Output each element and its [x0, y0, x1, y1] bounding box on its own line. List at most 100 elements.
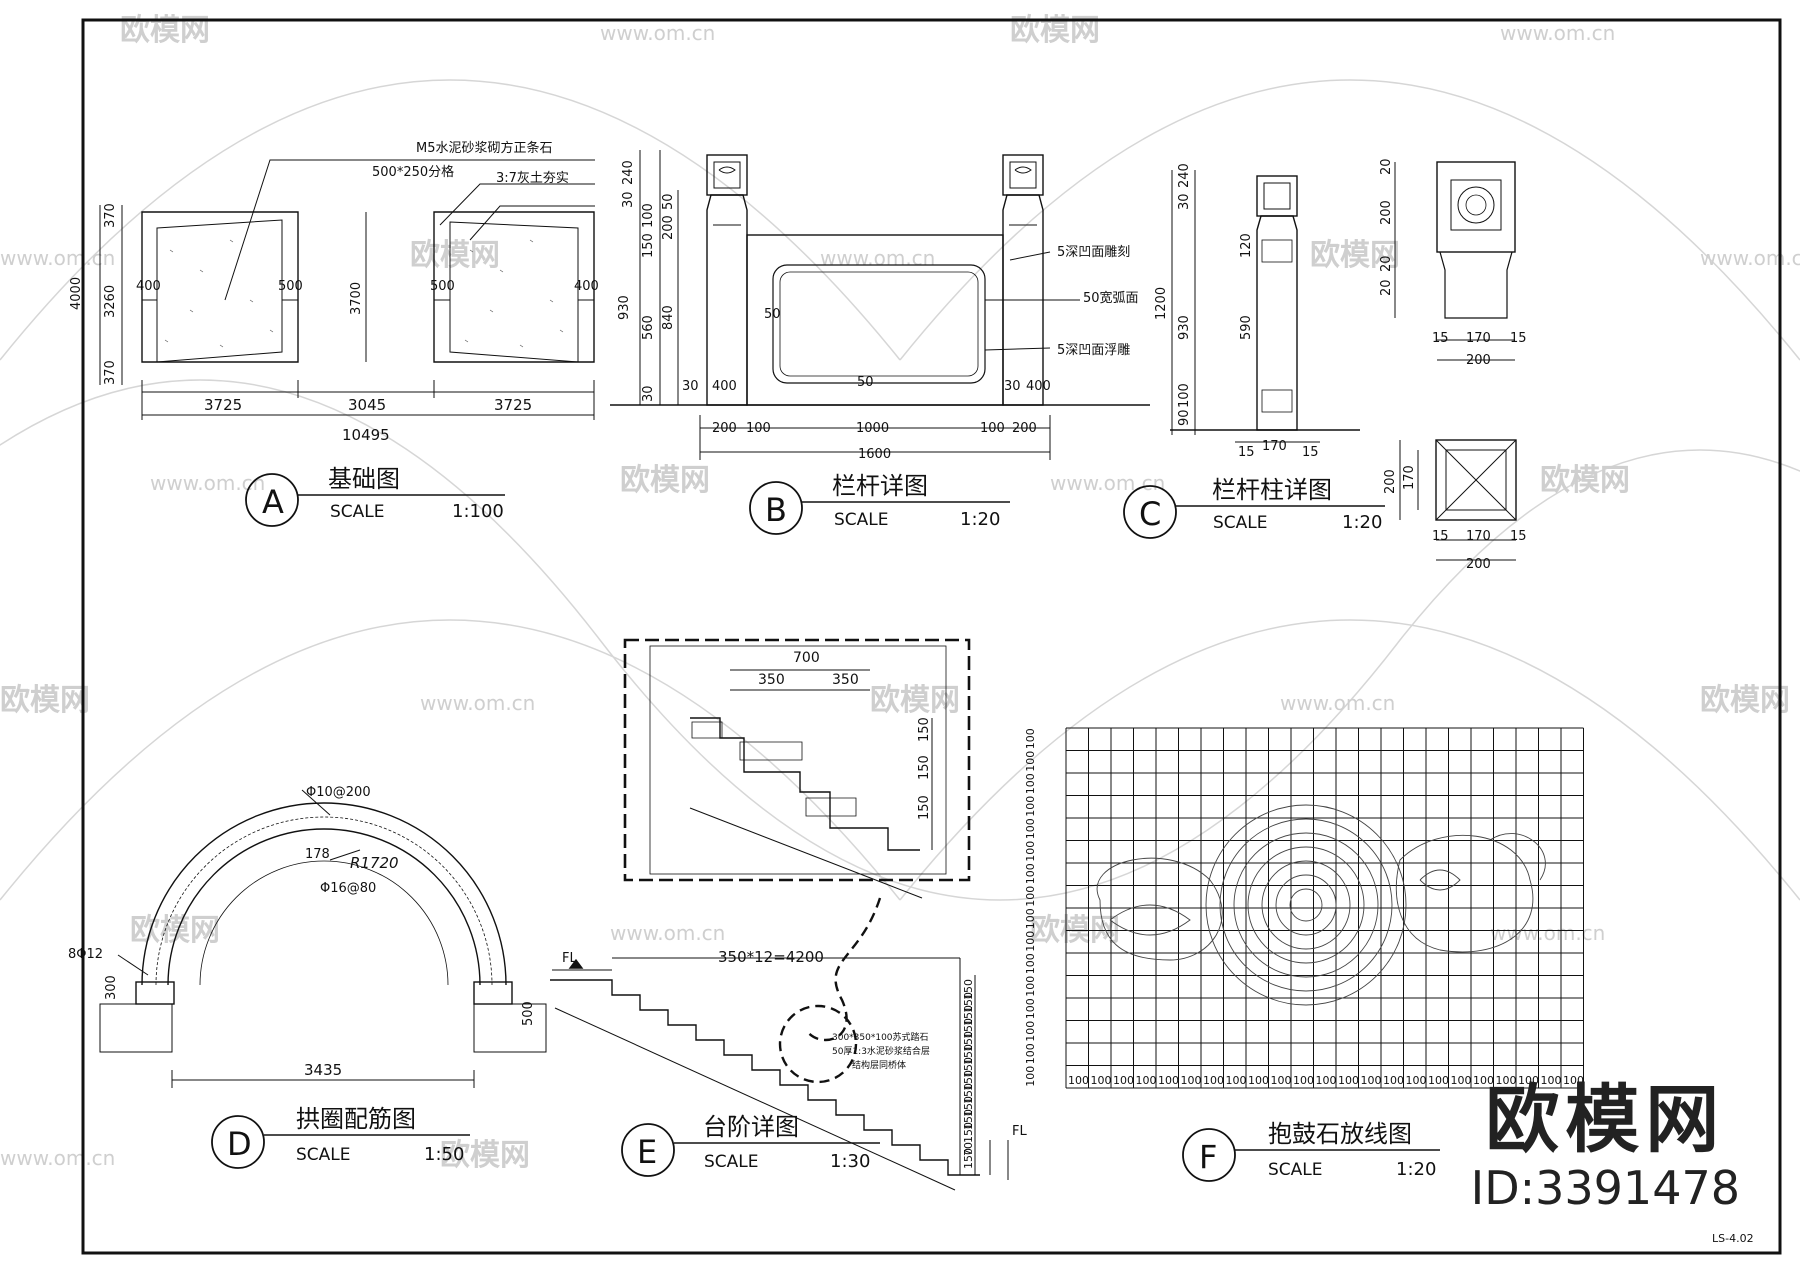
- panel-c-post: [1170, 161, 1517, 561]
- scale-value-c: 1:20: [1342, 512, 1382, 533]
- panel-b-railing: [610, 150, 1150, 460]
- dim-a-left-3: 370: [103, 360, 118, 385]
- dim-e-detail-5: 150: [917, 755, 932, 780]
- grid-label: 100: [1563, 1074, 1584, 1087]
- leader-line: [224, 159, 595, 301]
- railing-panel-recess: [772, 264, 986, 384]
- title-c: C 栏杆柱详图 SCALE 1:20: [1123, 476, 1385, 539]
- panel-a-text: M5水泥砂浆砌方正条石 500*250分格 3:7灰土夯实 3725 3045 …: [69, 140, 599, 444]
- grid-label: 100: [1136, 1074, 1157, 1087]
- marker-letter-e: E: [637, 1133, 657, 1171]
- detail-callout-circle: [778, 1004, 858, 1084]
- column-hatch-bottom: [1261, 389, 1293, 413]
- grid-labels-left: 1001001001001001001001001001001001001001…: [1024, 728, 1037, 1087]
- title-f: F 抱鼓石放线图 SCALE 1:20: [1182, 1120, 1440, 1182]
- watermark-text: 欧模网: [1310, 238, 1400, 273]
- watermark-text: 欧模网: [410, 238, 500, 273]
- title-text-c: 栏杆柱详图: [1212, 476, 1332, 504]
- watermark-text: www.om.cn: [1500, 21, 1615, 45]
- label-d-1: Φ10@200: [306, 785, 371, 800]
- dim-c-headb-1: 15: [1432, 331, 1449, 346]
- label-d-7: 500: [521, 1001, 536, 1026]
- grid-label: 100: [1024, 751, 1037, 772]
- grid-label: 100: [1271, 1074, 1292, 1087]
- sheet-number: LS-4.02: [1712, 1232, 1754, 1245]
- marker-letter-d: D: [227, 1125, 252, 1163]
- foundation-block-left: [141, 211, 299, 363]
- dim-a-mid: 3700: [349, 282, 364, 315]
- dim-c-left-7: 100: [1177, 383, 1192, 408]
- title-d: D 拱圈配筋图 SCALE 1:50: [211, 1105, 470, 1169]
- dim-c-bottom-1: 15: [1238, 445, 1255, 460]
- watermark-text: www.om.cn: [1050, 471, 1165, 495]
- grid-label: 100: [1024, 796, 1037, 817]
- dim-c-head-2: 200: [1379, 200, 1394, 225]
- marker-letter-a: A: [262, 483, 284, 521]
- dim-e-detail-1: 700: [793, 650, 820, 666]
- dim-e-detail-6: 150: [917, 795, 932, 820]
- title-text-f: 抱鼓石放线图: [1268, 1120, 1412, 1148]
- panel-c-text: 1200 30 240 120 930 590 100 90 15 170 15…: [1154, 158, 1527, 572]
- detail-marker-c: [1123, 485, 1177, 539]
- arch-rebar: [155, 816, 493, 986]
- label-d-6: 300: [104, 975, 119, 1000]
- foundation-right: [473, 1003, 547, 1053]
- riser-dim: 150: [962, 1044, 975, 1065]
- riser-dim: 150: [962, 1057, 975, 1078]
- dim-c-headb-3: 15: [1510, 331, 1527, 346]
- dim-a-inner-l1: 400: [136, 279, 161, 294]
- label-d-4: Φ16@80: [320, 881, 376, 896]
- watermark-arc: [0, 379, 1800, 901]
- scale-value-e: 1:30: [830, 1151, 870, 1172]
- scale-label-d: SCALE: [296, 1145, 351, 1165]
- dim-b-inner-6: 400: [1026, 379, 1051, 394]
- grid-label: 100: [1316, 1074, 1337, 1087]
- watermark-text: 欧模网: [130, 913, 220, 948]
- dim-e-top: 350*12=4200: [718, 948, 824, 966]
- grid-label: 100: [1024, 1066, 1037, 1087]
- dim-b-left-10: 30: [641, 385, 656, 402]
- dim-c-headb-2: 170: [1466, 331, 1491, 346]
- title-text-e: 台阶详图: [703, 1113, 799, 1141]
- scale-label-b: SCALE: [834, 510, 889, 530]
- dim-c-bottom-3: 15: [1302, 445, 1319, 460]
- riser-dim: 70: [962, 1142, 975, 1156]
- grid-label: 100: [1024, 931, 1037, 952]
- arch-dim-arc: [199, 860, 449, 986]
- watermark-arc: [0, 619, 901, 901]
- note-b-1: 5深凹面雕刻: [1057, 245, 1130, 260]
- grid-label: 100: [1181, 1074, 1202, 1087]
- dim-c-plan-total: 200: [1466, 557, 1491, 572]
- dim-a-left-total: 4000: [69, 277, 84, 310]
- dim-b-inner-1: 50: [764, 307, 781, 322]
- marker-letter-f: F: [1199, 1138, 1217, 1176]
- panel-e-text: 700 350 350 150 150 150 FL FL 350*12=420…: [562, 650, 1027, 1169]
- detail-marker-f: [1182, 1128, 1236, 1182]
- dim-b-bottom-2: 100: [746, 421, 771, 436]
- riser-dim: 150: [962, 1083, 975, 1104]
- grid-label: 100: [1406, 1074, 1427, 1087]
- grid-label: 100: [1024, 728, 1037, 749]
- grid-label: 100: [1541, 1074, 1562, 1087]
- detail-treads: [691, 721, 857, 817]
- note-a-2: 500*250分格: [372, 164, 454, 180]
- scale-label-f: SCALE: [1268, 1160, 1323, 1180]
- riser-dim: 150: [962, 1096, 975, 1117]
- column-cap: [1256, 175, 1298, 217]
- note-e-1: 300*350*100苏式踏石: [832, 1031, 929, 1043]
- dim-b-bottom-4: 100: [980, 421, 1005, 436]
- leader-line: [439, 183, 595, 226]
- watermark-text: www.om.cn: [610, 921, 725, 945]
- foundation-block-right: [433, 211, 595, 363]
- post-left: [706, 194, 748, 406]
- grid-label: 100: [1518, 1074, 1539, 1087]
- grid-label: 100: [1338, 1074, 1359, 1087]
- scale-value-f: 1:20: [1396, 1159, 1436, 1180]
- dim-c-left-8: 90: [1177, 409, 1192, 426]
- step-riser-dims: 1501501501501501501501501501501501507015…: [962, 979, 975, 1169]
- dim-d-bottom: 3435: [304, 1061, 342, 1079]
- grid-label: 100: [1496, 1074, 1517, 1087]
